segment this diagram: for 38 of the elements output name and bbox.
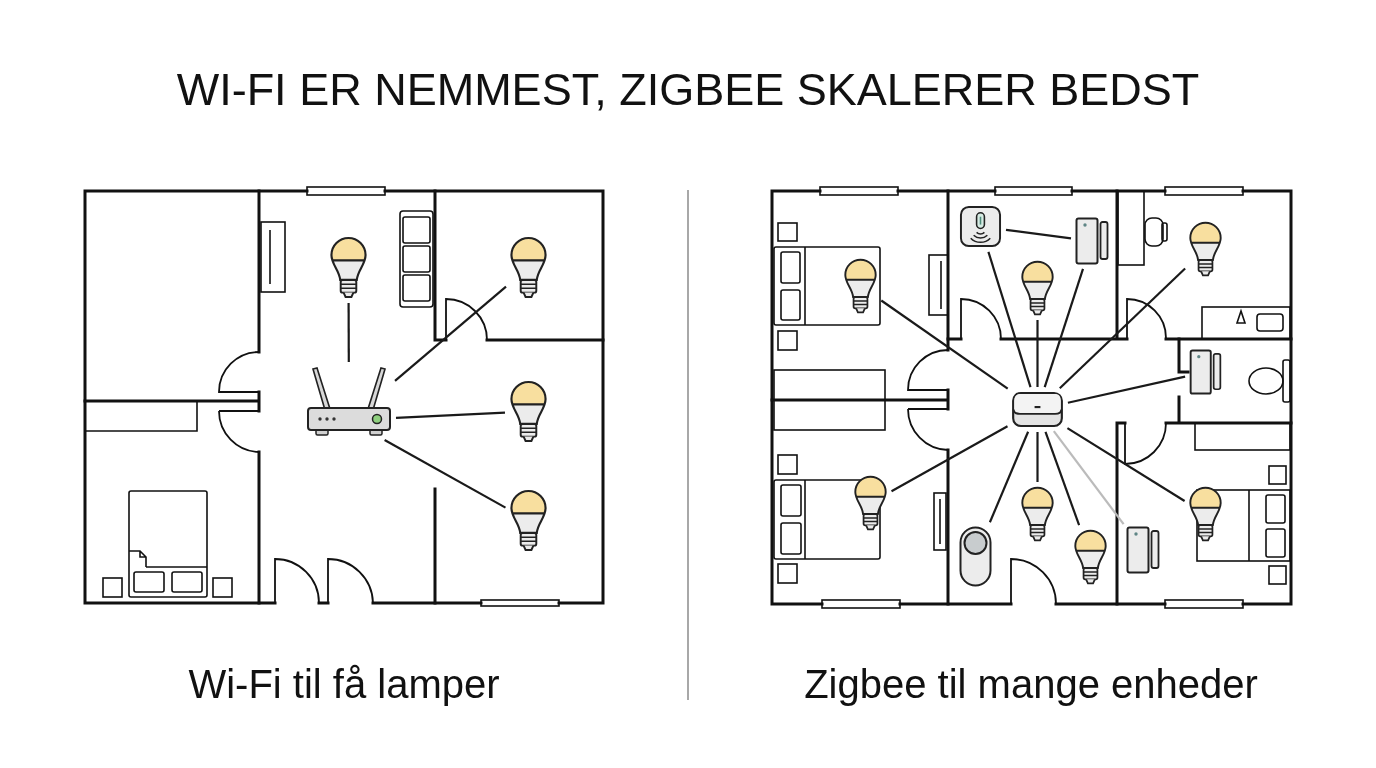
connector-line (1036, 432, 1039, 482)
light-bulb-icon (1073, 529, 1108, 585)
connector-line (1005, 228, 1072, 240)
router-icon (306, 366, 392, 438)
light-bulb-icon (509, 236, 548, 299)
connector-line (1059, 267, 1186, 389)
connector-line (384, 439, 507, 509)
light-bulb-icon (843, 258, 878, 314)
connector-line (880, 299, 1009, 390)
connector-line (1052, 430, 1125, 525)
light-bulb-icon (1188, 486, 1223, 542)
diagram-title: WI-FI ER NEMMEST, ZIGBEE SKALERER BEDST (176, 64, 1200, 116)
panel-caption: Zigbee til mange enheder (804, 661, 1258, 708)
door-sensor-icon (1126, 526, 1160, 574)
sensor-icon (959, 205, 1002, 248)
connector-line (890, 425, 1009, 493)
connector-line (1036, 320, 1039, 387)
hub-icon (1011, 391, 1064, 428)
light-bulb-icon (853, 475, 888, 531)
panel-caption: Wi-Fi til få lamper (188, 661, 500, 708)
connector-line (1044, 431, 1081, 526)
connector-line (347, 303, 350, 362)
connector-line (988, 431, 1030, 523)
light-bulb-icon (1020, 486, 1055, 542)
connector-line (395, 411, 506, 419)
light-bulb-icon (509, 380, 548, 443)
connector-line (987, 251, 1032, 388)
capsule-device-icon (959, 526, 992, 587)
connector-line (1043, 268, 1085, 388)
connector-line (1067, 375, 1186, 404)
door-sensor-icon (1075, 217, 1109, 265)
connector-line (1066, 427, 1186, 502)
light-bulb-icon (329, 236, 368, 299)
connector-line (394, 285, 507, 382)
light-bulb-icon (1020, 260, 1055, 316)
door-sensor-icon (1189, 349, 1222, 395)
light-bulb-icon (1188, 221, 1223, 277)
light-bulb-icon (509, 489, 548, 552)
